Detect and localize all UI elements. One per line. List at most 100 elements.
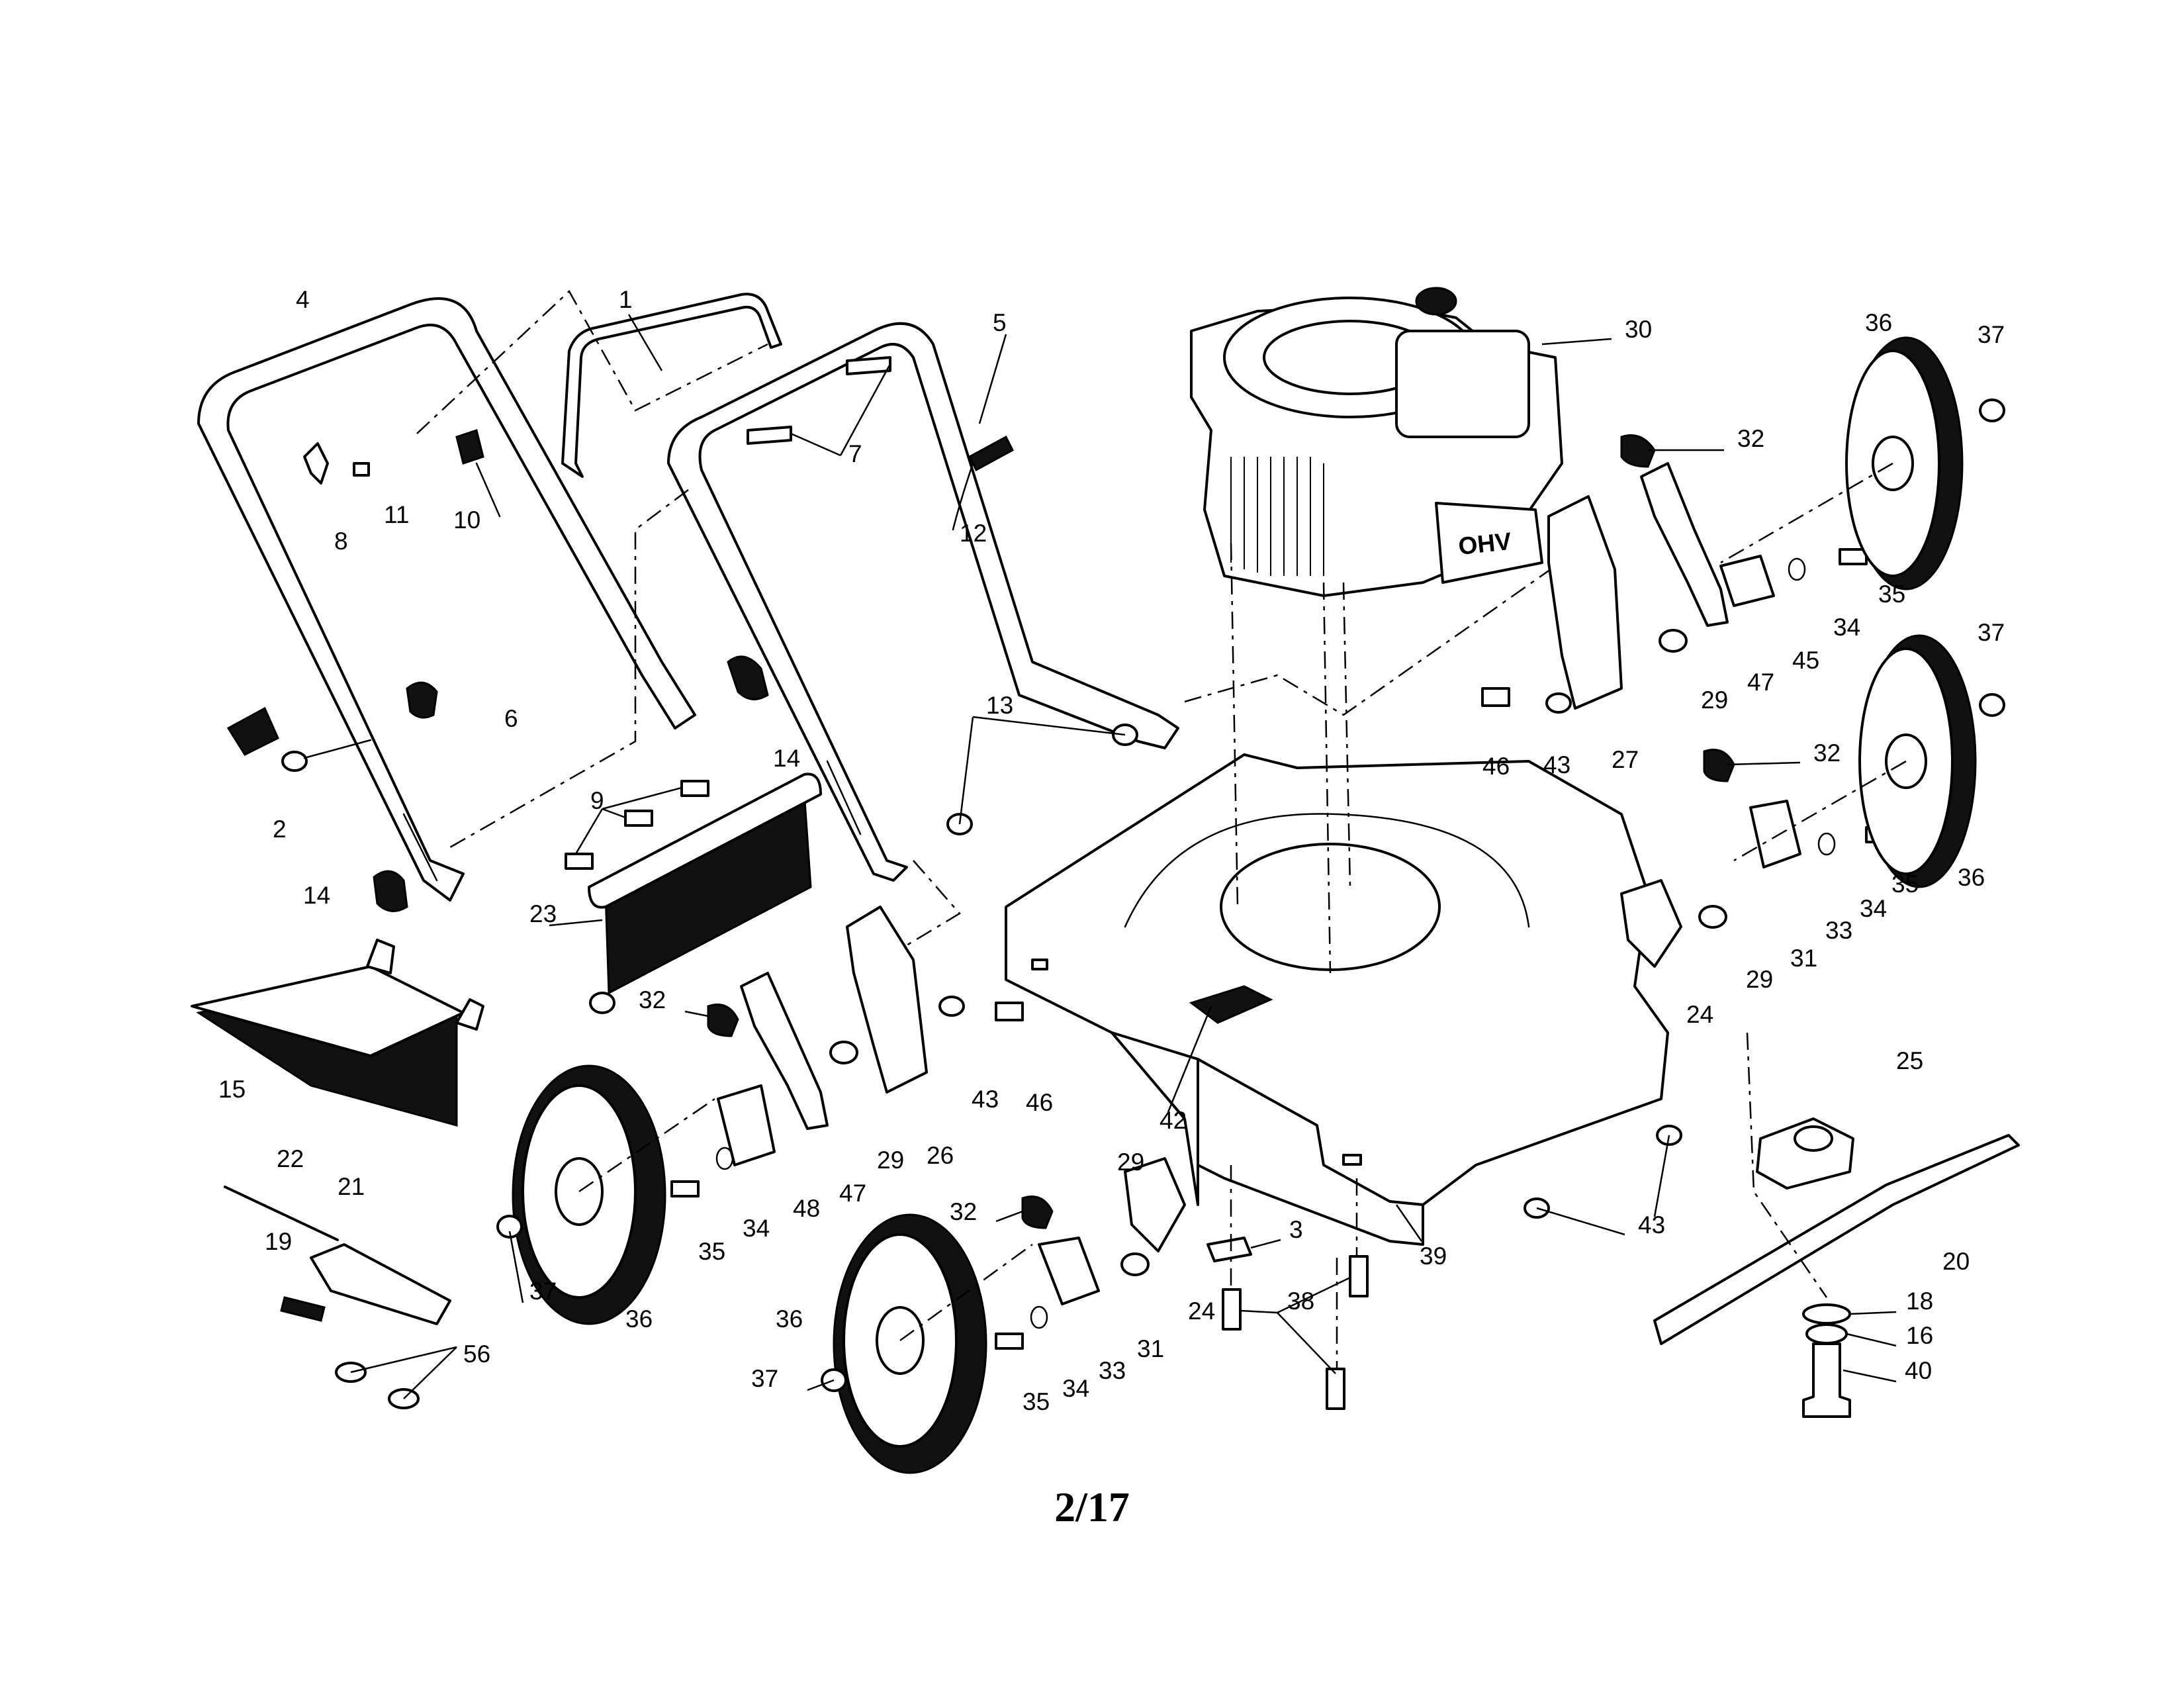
callout-c39: 39 (1420, 1243, 1447, 1270)
knob-32d (1021, 1196, 1054, 1229)
callout-c27: 27 (1612, 746, 1639, 773)
knob-32b (1703, 749, 1735, 782)
callout-c10: 10 (453, 506, 480, 534)
callout-c24a: 24 (1686, 1001, 1713, 1028)
callout-c22: 22 (277, 1145, 304, 1172)
knob-14a (727, 655, 769, 700)
callout-c34b: 34 (1860, 895, 1887, 922)
callout-c31a: 31 (1790, 945, 1817, 972)
leader-lines (350, 314, 1897, 1399)
callout-c5: 5 (993, 309, 1007, 336)
blade-20 (1653, 1134, 2020, 1345)
callout-c56: 56 (463, 1340, 490, 1368)
knob-32c (707, 1004, 739, 1037)
callout-c1: 1 (619, 286, 633, 313)
callout-c3: 3 (1289, 1216, 1303, 1243)
gear-plate-24b (1124, 1157, 1186, 1252)
washer-16 (1805, 1323, 1848, 1344)
control-bar-1 (561, 293, 782, 478)
callout-c33a: 33 (1825, 917, 1852, 944)
callout-c8: 8 (334, 528, 348, 555)
callout-c12: 12 (960, 520, 987, 547)
callout-c25: 25 (1896, 1047, 1923, 1074)
plate-48 (717, 1084, 776, 1166)
rear-flap-23 (588, 773, 822, 1014)
callout-c15: 15 (218, 1076, 246, 1103)
engine-badge: OHV (1457, 528, 1513, 560)
upper-handle-4 (197, 297, 696, 902)
wheel-36c (512, 1064, 666, 1325)
callout-c32c: 32 (639, 986, 666, 1013)
callout-c11: 11 (384, 501, 409, 528)
callout-c14b: 14 (303, 882, 330, 909)
callout-c35d: 35 (1023, 1388, 1050, 1415)
callout-c21: 21 (338, 1173, 365, 1200)
callout-c26: 26 (927, 1142, 954, 1169)
callout-c2: 2 (273, 816, 287, 843)
callout-c47b: 47 (839, 1180, 866, 1207)
callout-c38: 38 (1287, 1288, 1314, 1315)
callout-c35b: 35 (1891, 870, 1919, 898)
wheel-bracket-26 (846, 906, 928, 1094)
callout-c29c: 29 (877, 1147, 904, 1174)
screw-11 (353, 462, 370, 477)
bolt-38a (1222, 1288, 1242, 1331)
callout-c23: 23 (529, 900, 557, 927)
wheel-36d (833, 1213, 987, 1474)
callout-c43c: 43 (1638, 1211, 1665, 1239)
callout-labels: 1234567891011121314141516181920212223242… (218, 286, 2005, 1415)
blade-adapter-25 (1756, 1117, 1854, 1190)
callout-c37b: 37 (1978, 619, 2005, 646)
callout-c24b: 24 (1188, 1297, 1215, 1325)
knob-2 (226, 706, 279, 756)
callout-c35c: 35 (698, 1238, 725, 1265)
callout-c36d: 36 (776, 1305, 803, 1333)
trap-plate-3 (1206, 1237, 1252, 1262)
callout-c37c: 37 (529, 1278, 557, 1305)
bolt-7b (846, 356, 891, 375)
washer-18 (1802, 1303, 1851, 1325)
nut-37c (496, 1215, 523, 1239)
callout-c29d: 29 (1117, 1149, 1144, 1176)
blade-bolt-40 (1802, 1342, 1851, 1418)
plate-31a (1749, 800, 1801, 868)
callout-c6: 6 (504, 705, 518, 732)
wheel-36a (1845, 336, 1964, 590)
callout-c36b: 36 (1958, 864, 1985, 891)
callout-c34c: 34 (743, 1215, 770, 1242)
nut-37a (1979, 399, 2005, 422)
callout-c19: 19 (265, 1228, 292, 1255)
knob-6 (406, 681, 438, 719)
callout-c14a: 14 (773, 745, 800, 772)
knob-32a (1620, 434, 1656, 468)
discharge-chute-15 (191, 939, 484, 1127)
callout-c37d: 37 (751, 1365, 778, 1392)
gear-plate-24a (1620, 879, 1682, 968)
callout-c32d: 32 (950, 1198, 977, 1225)
callout-c20: 20 (1942, 1248, 1970, 1275)
callout-c29a: 29 (1701, 686, 1728, 714)
callout-c40: 40 (1905, 1357, 1932, 1384)
knob-14b (373, 870, 408, 912)
plate-45 (1719, 555, 1775, 607)
lever-47b (740, 972, 829, 1130)
engine-30: OHV (1190, 287, 1563, 597)
spring-10 (455, 429, 484, 465)
callout-c13: 13 (986, 692, 1013, 719)
callout-c30: 30 (1625, 316, 1652, 343)
callout-c31b: 31 (1137, 1335, 1164, 1362)
hinge-rod-22 (224, 1186, 339, 1241)
callout-c9: 9 (590, 787, 604, 814)
nut-37b (1979, 693, 2005, 717)
callout-c46a: 46 (1482, 753, 1510, 780)
mower-deck-39 (1005, 753, 1669, 1246)
spring-19 (280, 1296, 326, 1322)
callout-c33b: 33 (1099, 1357, 1126, 1384)
bracket-21 (310, 1243, 451, 1325)
bolt-38b (1349, 1255, 1369, 1297)
callout-c36c: 36 (625, 1305, 653, 1333)
wheel-bracket-27 (1547, 495, 1623, 710)
bolt-7a (747, 426, 792, 445)
callout-c43b: 43 (972, 1086, 999, 1113)
